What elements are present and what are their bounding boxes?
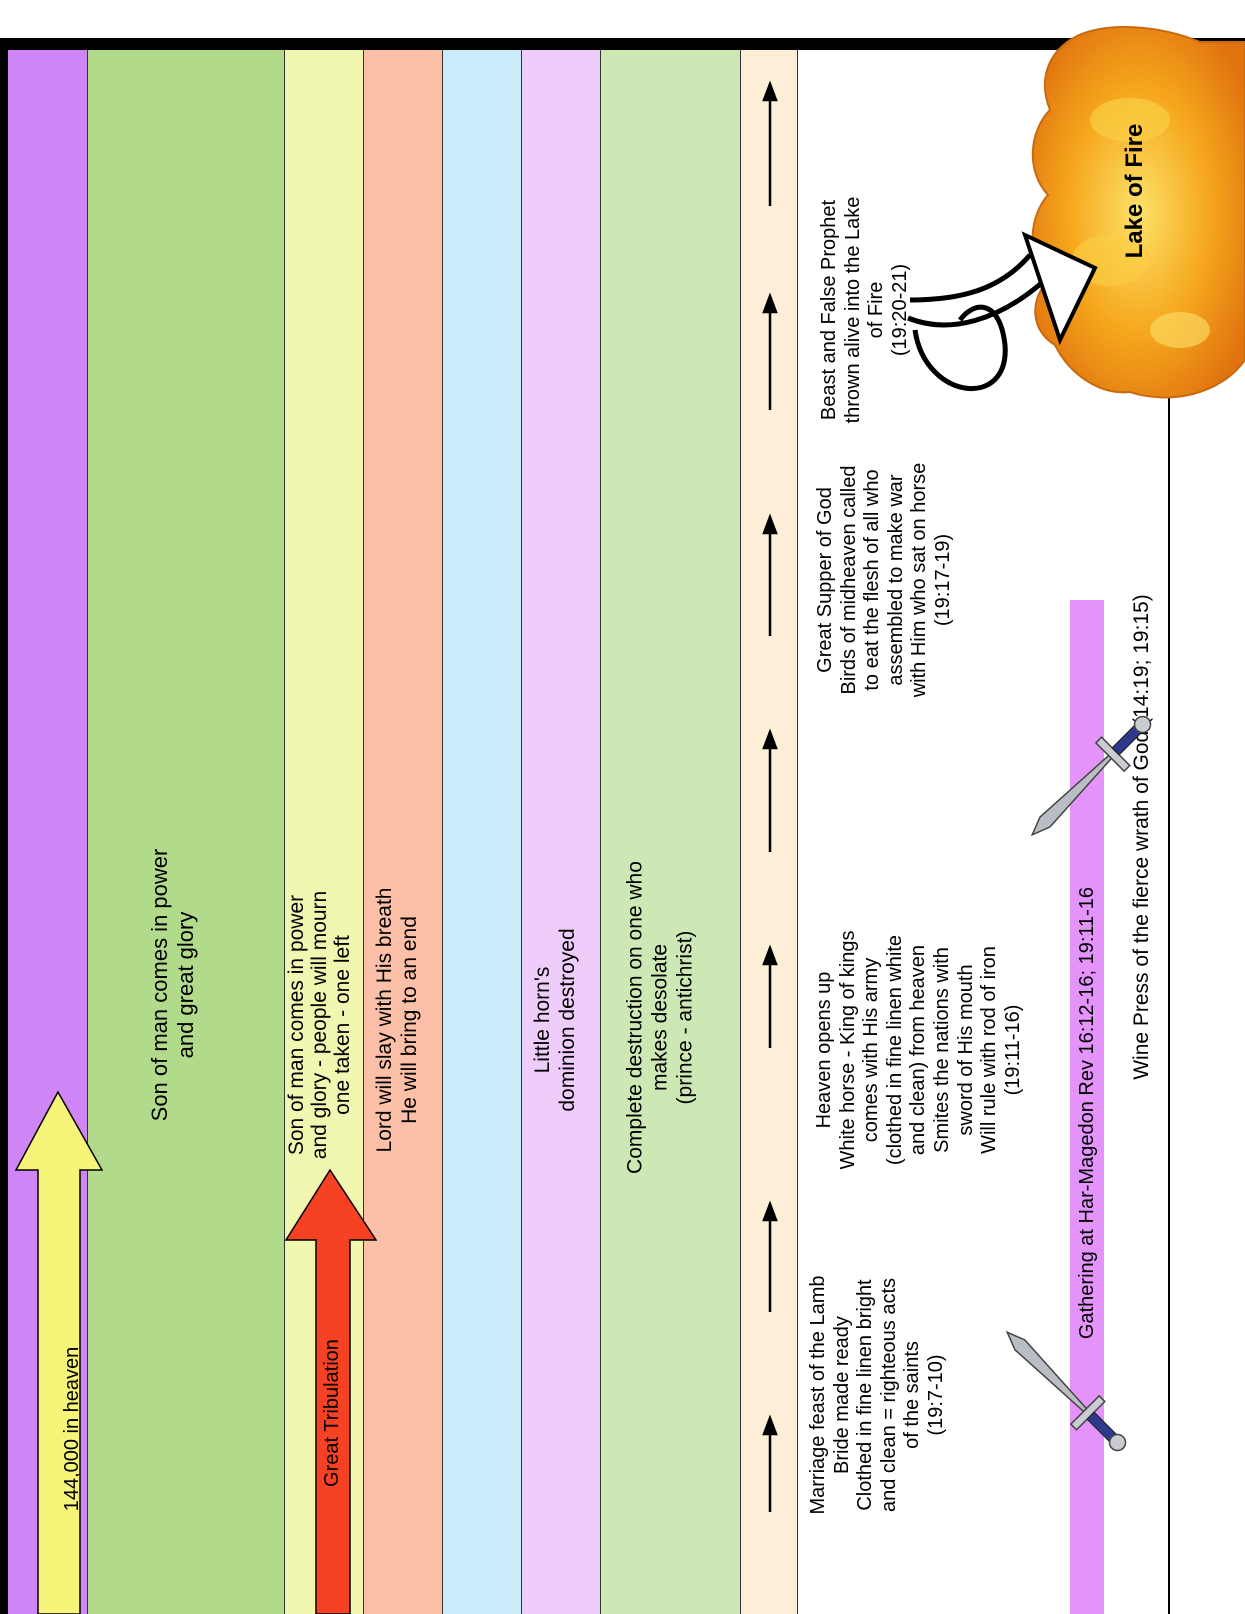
lake-of-fire-label: Lake of Fire bbox=[1121, 123, 1148, 259]
tribulation-arrow-icon bbox=[284, 1168, 378, 1614]
left-border bbox=[0, 38, 8, 1614]
sword-icon bbox=[1005, 1330, 1127, 1452]
band-green bbox=[88, 50, 285, 1614]
arrow-up-icon bbox=[762, 292, 778, 410]
heaven-arrow-label: 144,000 in heaven bbox=[61, 1346, 83, 1512]
arrow-up-icon bbox=[762, 1414, 778, 1512]
timeline-arrows bbox=[762, 80, 778, 1512]
arrow-up-icon bbox=[762, 944, 778, 1048]
arrow-up-icon bbox=[762, 513, 778, 636]
band-lavender bbox=[522, 50, 601, 1614]
tribulation-arrow-label: Great Tribulation bbox=[321, 1339, 343, 1487]
arrow-up-icon bbox=[762, 1200, 778, 1312]
arrow-up-icon bbox=[762, 80, 778, 206]
top-border bbox=[0, 38, 1245, 50]
band-lightblue bbox=[443, 50, 522, 1614]
arrow-up-icon bbox=[14, 1090, 104, 1614]
curved-arrow-icon bbox=[907, 231, 1098, 392]
band-lightgreen bbox=[601, 50, 741, 1614]
arrow-up-icon bbox=[762, 728, 778, 852]
right-boundary-line bbox=[1168, 390, 1170, 1614]
band-salmon bbox=[364, 50, 443, 1614]
sword-icon bbox=[1030, 715, 1152, 837]
